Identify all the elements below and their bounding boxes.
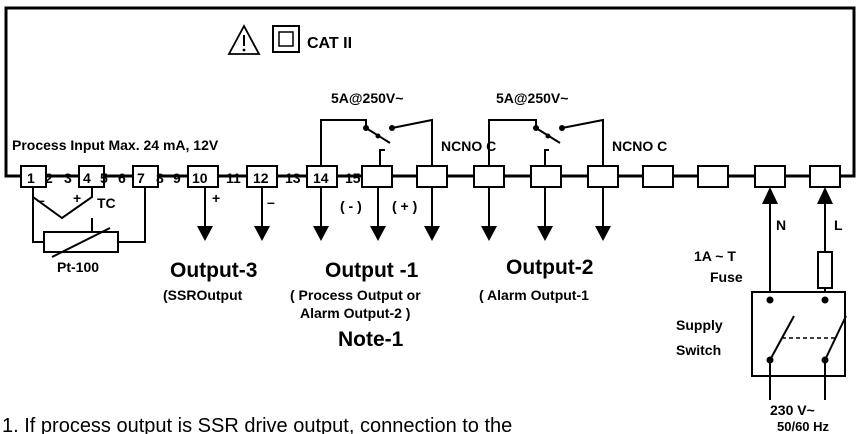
relay1-contact-label: NCNO C: [441, 138, 496, 154]
out1-plus-label: ( + ): [392, 198, 417, 214]
output2-title: Output-2: [506, 256, 593, 279]
terminal-19: [587, 165, 619, 188]
tc-label: TC: [97, 195, 116, 211]
terminal-number: 3: [64, 170, 72, 186]
terminal-number: 1: [27, 170, 35, 186]
supply-wiring: [762, 187, 833, 300]
terminal-strip: [20, 165, 841, 188]
neutral-label: N: [776, 217, 786, 233]
rtd-label: Pt-100: [57, 259, 99, 275]
terminal-number: 6: [118, 170, 126, 186]
terminal-number: 12: [253, 170, 269, 186]
controller-housing: [4, 6, 856, 178]
line-label: L: [834, 217, 843, 233]
switch-label-line2: Switch: [676, 342, 721, 358]
out3-plus-label: +: [212, 190, 220, 206]
output-arrows: [197, 187, 611, 241]
terminal-number: 13: [285, 170, 301, 186]
terminal-20: [642, 165, 674, 188]
terminal-numbers: 1 2 3 4 5 6 7 8 9 10 11 12 13 14 15: [27, 170, 361, 186]
output1-title: Output -1: [325, 259, 419, 282]
output1-sub-line2: Alarm Output-2 ): [300, 305, 410, 321]
tc-minus-label: –: [37, 192, 45, 208]
terminal-17: [473, 165, 505, 188]
supply-switch: [751, 291, 847, 400]
terminal-number: 14: [313, 170, 329, 186]
terminal-number: 5: [100, 170, 108, 186]
relay2-rating: 5A@250V~: [496, 90, 568, 106]
tc-rtd-wiring: [32, 187, 146, 258]
note1-label: Note-1: [338, 328, 404, 351]
terminal-number: 8: [156, 170, 164, 186]
terminal-18: [530, 165, 562, 188]
relay1-contacts: [320, 118, 433, 166]
out3-minus-label: –: [267, 194, 275, 210]
terminal-number: 4: [83, 170, 91, 186]
output1-sub-line1: ( Process Output or: [290, 287, 421, 303]
terminal-number: 7: [137, 170, 145, 186]
terminal-15: [361, 165, 393, 188]
terminal-number: 15: [345, 170, 361, 186]
supply-frequency: 50/60 Hz: [777, 419, 830, 434]
process-input-label: Process Input Max. 24 mA, 12V: [12, 137, 219, 153]
footer-note: 1. If process output is SSR drive output…: [2, 415, 512, 434]
terminal-23: [809, 165, 841, 188]
relay1-rating: 5A@250V~: [331, 90, 403, 106]
fuse-body: [817, 251, 833, 289]
terminal-number: 9: [173, 170, 181, 186]
terminal-21: [697, 165, 729, 188]
terminal-16: [416, 165, 448, 188]
switch-label-line1: Supply: [676, 317, 723, 333]
terminal-10: [187, 165, 219, 188]
terminal-number: 10: [192, 170, 208, 186]
relay2-contacts: [488, 118, 604, 166]
terminal-22: [754, 165, 786, 188]
terminal-number: 11: [226, 170, 241, 186]
out1-minus-label: ( - ): [340, 198, 362, 214]
warning-triangle-icon: [227, 24, 261, 55]
double-insulation-icon: [272, 25, 300, 53]
fuse-rating-label: 1A ~ T: [694, 248, 736, 264]
output3-title: Output-3: [170, 259, 257, 282]
terminal-number: 2: [45, 170, 53, 186]
output3-sub: (SSROutput: [163, 287, 243, 303]
tc-plus-label: +: [73, 190, 81, 206]
cat-label: CAT II: [307, 35, 352, 52]
supply-voltage: 230 V~: [770, 402, 815, 418]
relay2-contact-label: NCNO C: [612, 138, 667, 154]
fuse-label: Fuse: [710, 269, 743, 285]
output2-sub: ( Alarm Output-1: [479, 287, 589, 303]
